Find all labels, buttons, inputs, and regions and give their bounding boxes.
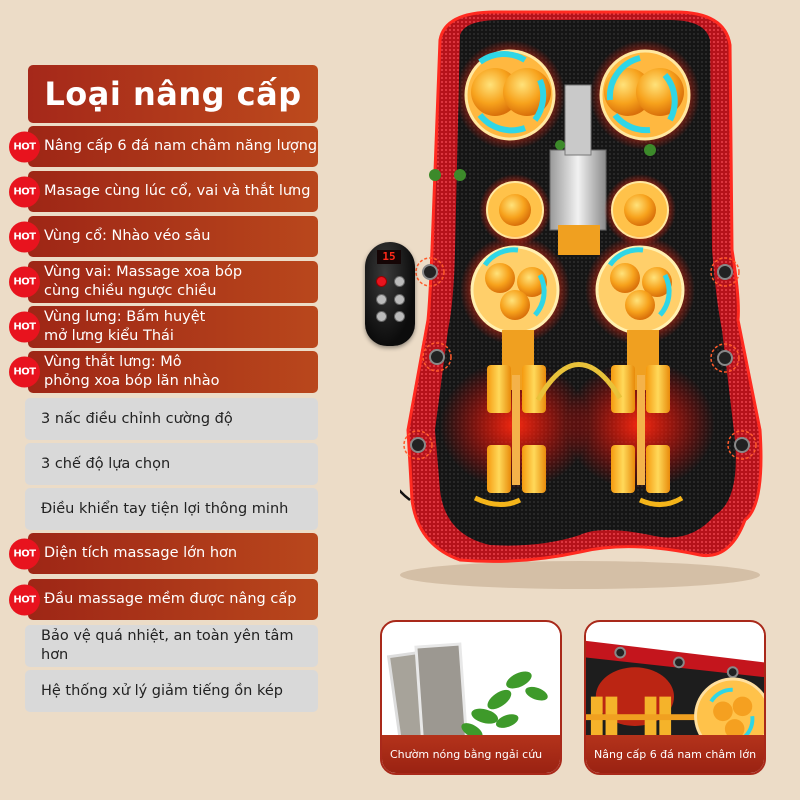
feature-text: Vùng cổ: Nhào véo sâu (44, 228, 211, 244)
hot-badge: HOT (9, 356, 40, 388)
remote-button (394, 276, 405, 287)
feature-row: HOT Vùng vai: Massage xoa bóp cùng chiều … (9, 261, 318, 303)
feature-text-line: Vùng vai: Massage xoa bóp (44, 264, 243, 280)
feature-card-magnet: Nâng cấp 6 đá nam châm lớn (584, 620, 766, 775)
remote-control: 15 (365, 242, 415, 346)
hot-badge: HOT (9, 131, 40, 162)
feature-text: 3 chế độ lựa chọn (41, 455, 171, 472)
feature-text: Masage cùng lúc cổ, vai và thắt lưng (44, 183, 311, 199)
feature-text: Hệ thống xử lý giảm tiếng ồn kép (41, 682, 283, 699)
feature-text: Diện tích massage lớn hơn (44, 545, 238, 561)
herbal-heat-pad-icon (382, 623, 560, 737)
feature-row: HOT Vùng thắt lưng: Mô phỏng xoa bóp lăn … (9, 351, 318, 393)
hot-badge: HOT (9, 538, 40, 569)
hot-badge: HOT (9, 221, 40, 252)
feature-row: HOT Vùng lưng: Bấm huyệt mở lưng kiểu Thá… (9, 306, 318, 348)
feature-text: Vùng thắt lưng: Mô phỏng xoa bóp lăn nhào (44, 353, 220, 391)
feature-row: HOT Vùng cổ: Nhào véo sâu (9, 216, 318, 257)
massage-cushion-icon (376, 10, 763, 589)
power-button (376, 276, 387, 287)
remote-button (394, 311, 405, 322)
feature-row: Hệ thống xử lý giảm tiếng ồn kép (25, 670, 318, 712)
feature-text: 3 nấc điều chỉnh cường độ (41, 410, 233, 427)
hot-badge: HOT (9, 584, 40, 615)
hot-badge: HOT (9, 176, 40, 207)
feature-text: Nâng cấp 6 đá nam châm năng lượng (44, 138, 318, 154)
product-image (376, 0, 800, 600)
feature-row: 3 nấc điều chỉnh cường độ (25, 398, 318, 440)
card-caption: Nâng cấp 6 đá nam châm lớn (586, 735, 764, 773)
feature-text-line: mở lưng kiểu Thái (44, 328, 174, 344)
feature-text: Điều khiển tay tiện lợi thông minh (41, 500, 289, 517)
feature-text: Vùng lưng: Bấm huyệt mở lưng kiểu Thái (44, 308, 205, 346)
feature-text: Đầu massage mềm được nâng cấp (44, 591, 297, 607)
feature-row: Bảo vệ quá nhiệt, an toàn yên tâm hơn (25, 625, 318, 667)
magnet-stone-roller-icon (586, 623, 764, 737)
feature-text-line: Vùng thắt lưng: Mô (44, 354, 182, 370)
feature-text: Bảo vệ quá nhiệt, an toàn yên tâm hơn (41, 628, 294, 663)
panel-title: Loại nâng cấp (28, 65, 318, 123)
feature-text-line: phỏng xoa bóp lăn nhào (44, 373, 220, 389)
feature-text-line: cùng chiều ngược chiều (44, 283, 217, 299)
feature-card-herbal: Chườm nóng bằng ngải cứu (380, 620, 562, 775)
remote-button (376, 311, 387, 322)
feature-row: HOT Đầu massage mềm được nâng cấp (9, 579, 318, 620)
hot-badge: HOT (9, 266, 40, 298)
feature-text-line: Vùng lưng: Bấm huyệt (44, 309, 206, 325)
feature-row: Điều khiển tay tiện lợi thông minh (25, 488, 318, 530)
feature-row: 3 chế độ lựa chọn (25, 443, 318, 485)
remote-button (394, 294, 405, 305)
card-caption: Chườm nóng bằng ngải cứu (382, 735, 560, 773)
feature-row: HOT Diện tích massage lớn hơn (9, 533, 318, 574)
hot-badge: HOT (9, 311, 40, 343)
remote-button (376, 294, 387, 305)
feature-text: Vùng vai: Massage xoa bóp cùng chiều ngượ… (44, 263, 242, 301)
feature-row: HOT Masage cùng lúc cổ, vai và thắt lưng (9, 171, 318, 212)
remote-display: 15 (377, 250, 401, 264)
feature-row: HOT Nâng cấp 6 đá nam châm năng lượng (9, 126, 318, 167)
